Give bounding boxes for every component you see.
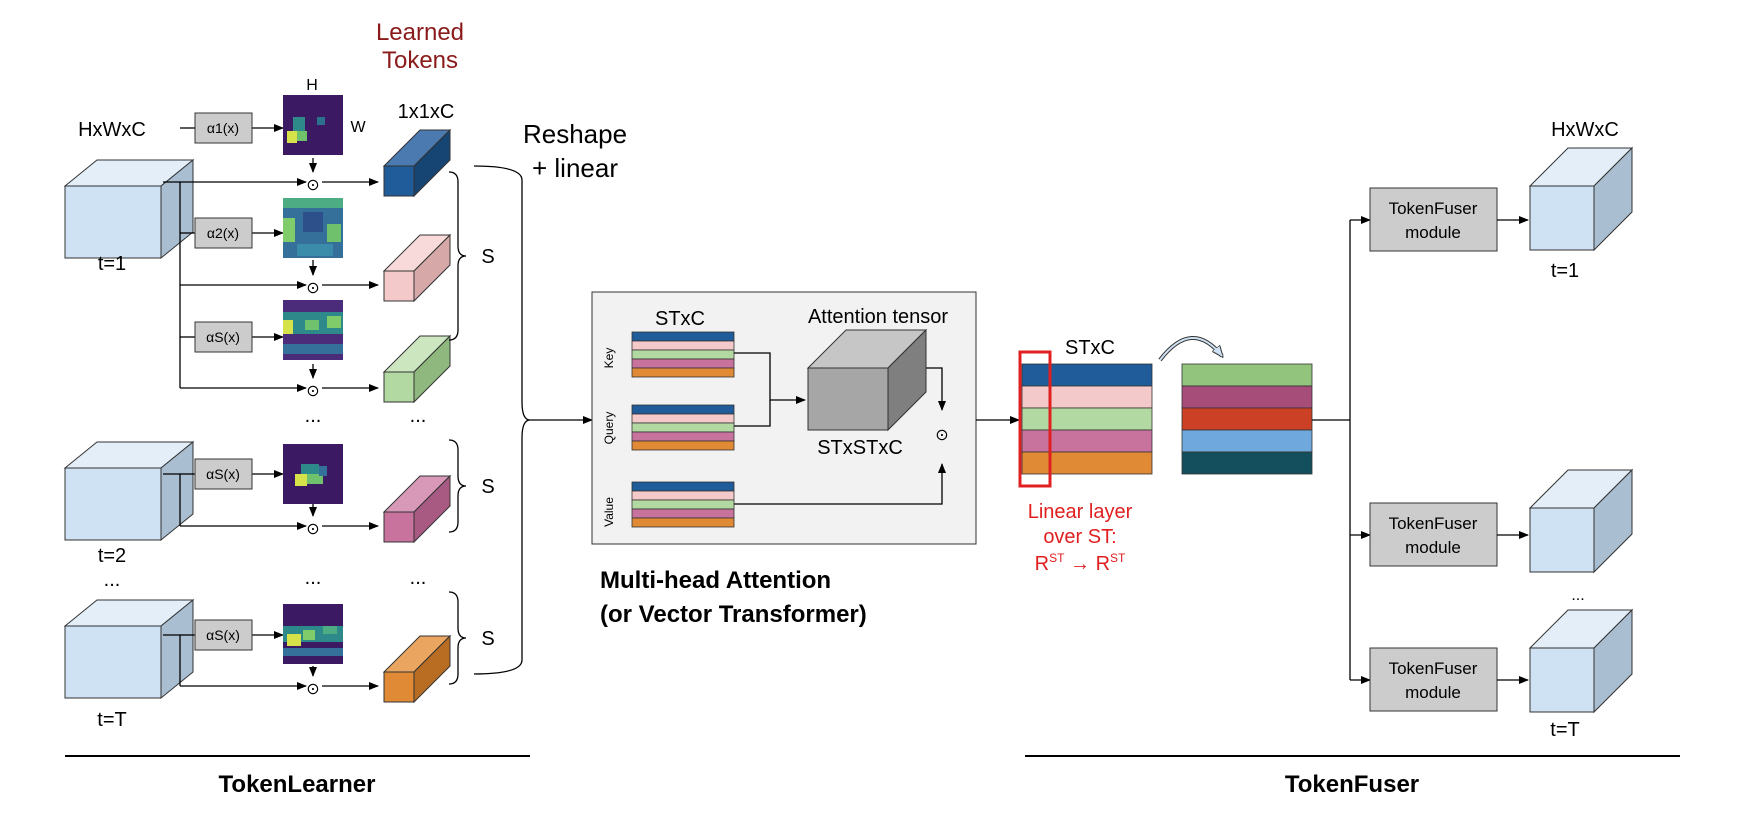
svg-text:αS(x): αS(x) [206,329,240,345]
linear-layer-section: STxC Linear layer over ST: RST → RST [1018,336,1313,575]
heatmap-dots-1: ... [305,405,322,427]
attention-section: STxC Attention tensor STxSTxC Key Query … [591,291,1020,628]
value-matrix [631,481,735,528]
odot-3: ⊙ [306,383,319,400]
svg-text:module: module [1405,223,1461,242]
alpha-box-5: αS(x) [194,619,253,651]
heatmap-w-label: W [350,119,366,136]
reshape-label-2: + linear [532,153,618,183]
s-label-2: S [481,476,494,498]
token-dots-2: ... [410,567,427,589]
output-tT-label: t=T [1550,719,1579,741]
input-cube-t1 [63,158,195,260]
svg-text:TokenFuser: TokenFuser [1389,514,1478,533]
input-dim-label: HxWxC [78,119,146,141]
svg-text:TokenFuser: TokenFuser [1389,199,1478,218]
value-label: Value [602,497,616,527]
attention-tensor-label: Attention tensor [808,306,948,328]
input-cube-t2 [63,440,195,542]
token-fuser-title: TokenFuser [1285,771,1419,798]
output-cube-tT [1528,608,1634,714]
svg-text:αS(x): αS(x) [206,466,240,482]
output-dots: ... [1571,587,1584,604]
token-fuser-section: TokenFuser module TokenFuser module Toke… [1025,119,1680,798]
token-fuser-module-1: TokenFuser module [1369,187,1498,252]
frame-dots: ... [104,569,121,591]
token-dots-1: ... [410,405,427,427]
heatmap-dots-2: ... [305,567,322,589]
odot-1: ⊙ [306,177,319,194]
heatmap-3 [283,300,343,360]
key-matrix [631,331,735,378]
linear-input-matrix [1021,363,1153,475]
alpha-box-1: α1(x) [194,112,253,144]
token-2 [382,233,452,303]
output-cube-2 [1528,468,1634,574]
heatmap-2 [283,198,343,258]
odot-4: ⊙ [306,521,319,538]
odot-5: ⊙ [306,681,319,698]
attention-title-1: Multi-head Attention [600,567,831,594]
token-dim-label: 1x1xC [398,101,455,123]
input-cube-tT [63,598,195,700]
attention-tensor-dim: STxSTxC [817,437,903,459]
linear-caption-1: Linear layer [1028,501,1133,523]
token-fuser-module-3: TokenFuser module [1369,647,1498,712]
svg-text:αS(x): αS(x) [206,627,240,643]
output-cube-t1 [1528,146,1634,252]
linear-stxc-label: STxC [1065,337,1115,359]
s-label-1: S [481,246,494,268]
key-label: Key [602,348,616,369]
token-3 [382,334,452,404]
linear-caption-3: RST → RST [1035,551,1126,575]
token-5 [382,634,452,704]
linear-output-matrix [1181,363,1313,475]
svg-text:module: module [1405,538,1461,557]
token-fuser-module-2: TokenFuser module [1369,502,1498,567]
token-1 [382,128,452,198]
t2-label: t=2 [98,545,126,567]
query-matrix [631,404,735,451]
learned-tokens-label-2: Tokens [382,47,458,74]
linear-caption-2: over ST: [1043,526,1116,548]
alpha-box-4: αS(x) [194,458,253,490]
output-t1-label: t=1 [1551,260,1579,282]
tT-label: t=T [97,709,126,731]
learned-tokens-label-1: Learned [376,19,464,46]
svg-text:α1(x): α1(x) [207,120,239,136]
heatmap-4 [283,444,343,504]
output-dim-label: HxWxC [1551,119,1619,141]
heatmap-h-label: H [306,77,318,94]
t1-label: t=1 [98,253,126,275]
linear-highlight-box [1018,350,1052,488]
attention-stxc-label: STxC [655,308,705,330]
attention-title-2: (or Vector Transformer) [600,601,867,628]
query-label: Query [602,412,616,445]
token-learner-title: TokenLearner [219,771,376,798]
odot-2: ⊙ [306,280,319,297]
heatmap-5 [283,604,343,664]
reshape-label-1: Reshape [523,119,627,149]
attention-odot: ⊙ [935,427,948,444]
heatmap-1 [283,95,343,155]
svg-text:α2(x): α2(x) [207,225,239,241]
alpha-box-3: αS(x) [194,321,253,353]
token-4 [382,474,452,544]
s-label-3: S [481,628,494,650]
attention-tensor-cube [806,328,928,432]
svg-text:module: module [1405,683,1461,702]
alpha-box-2: α2(x) [194,217,253,249]
token-learner-section: Learned Tokens HxWxC 1x1xC H W Reshape +… [63,19,627,798]
svg-text:TokenFuser: TokenFuser [1389,659,1478,678]
